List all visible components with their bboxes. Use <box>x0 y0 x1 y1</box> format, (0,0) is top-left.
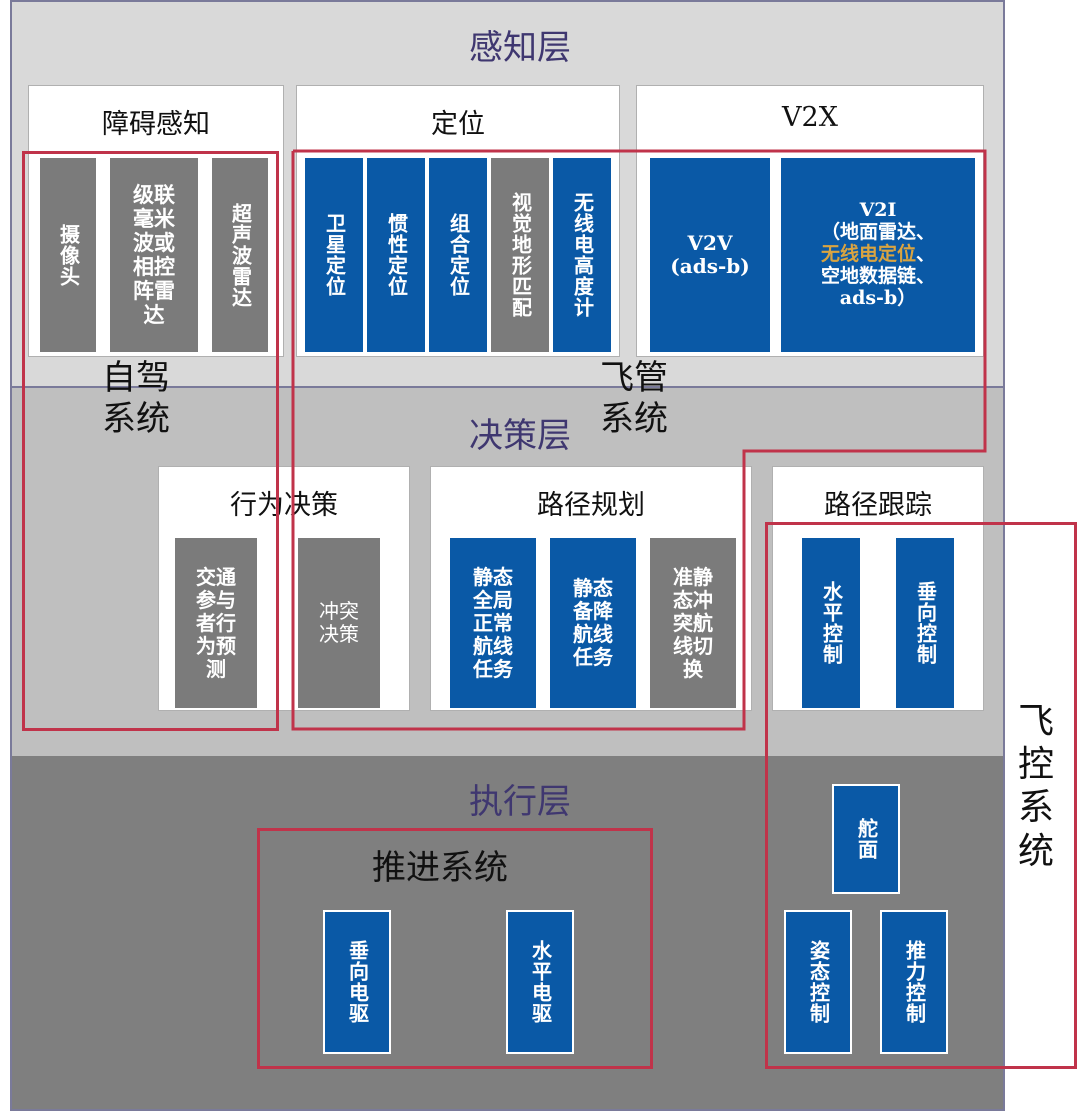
radar-block: 级联毫米波或相控阵雷达 <box>110 158 198 352</box>
combined-positioning-block: 组合定位 <box>429 158 487 352</box>
atm-system-label: 飞管系统 <box>600 358 668 439</box>
positioning-title: 定位 <box>431 109 485 140</box>
v2x-title: V2X <box>782 102 838 133</box>
autonomous-system-label: 自驾系统 <box>102 358 170 439</box>
flight-control-system-label: 飞控系统 <box>1018 701 1055 872</box>
flight-control-system-outline <box>765 522 1077 1069</box>
attitude-control-block: 姿态控制 <box>784 910 852 1054</box>
path-planning-title: 路径规划 <box>537 490 645 521</box>
route-switch-block: 准静态冲突航线切换 <box>650 538 736 708</box>
v2i-block: V2I （地面雷达、 无线电定位、 空地数据链、 ads-b） <box>781 158 975 352</box>
satellite-positioning-block: 卫星定位 <box>305 158 363 352</box>
propulsion-system-title: 推进系统 <box>372 848 508 888</box>
perception-layer-title: 感知层 <box>469 28 571 68</box>
obstacle-perception-title: 障碍感知 <box>102 109 210 140</box>
autonomous-system-outline <box>22 151 279 731</box>
vertical-drive-block: 垂向电驱 <box>323 910 391 1054</box>
radio-altimeter-block: 无线电高度计 <box>553 158 611 352</box>
participant-prediction-block: 交通参与者行为预测 <box>175 538 257 708</box>
terrain-matching-block: 视觉地形匹配 <box>491 158 549 352</box>
decision-layer-title: 决策层 <box>469 416 571 456</box>
alternate-route-block: 静态备降航线任务 <box>550 538 636 708</box>
control-surface-block: 舵面 <box>832 784 900 894</box>
thrust-control-block: 推力控制 <box>880 910 948 1054</box>
propulsion-system-outline <box>257 828 653 1069</box>
path-tracking-title: 路径跟踪 <box>824 490 932 521</box>
conflict-decision-block: 冲突决策 <box>298 538 380 708</box>
ultrasonic-radar-block: 超声波雷达 <box>212 158 268 352</box>
camera-block: 摄像头 <box>40 158 96 352</box>
inertial-positioning-block: 惯性定位 <box>367 158 425 352</box>
global-route-block: 静态全局正常航线任务 <box>450 538 536 708</box>
v2v-block: V2V (ads-b) <box>650 158 770 352</box>
horizontal-drive-block: 水平电驱 <box>506 910 574 1054</box>
execution-layer-title: 执行层 <box>469 782 571 822</box>
